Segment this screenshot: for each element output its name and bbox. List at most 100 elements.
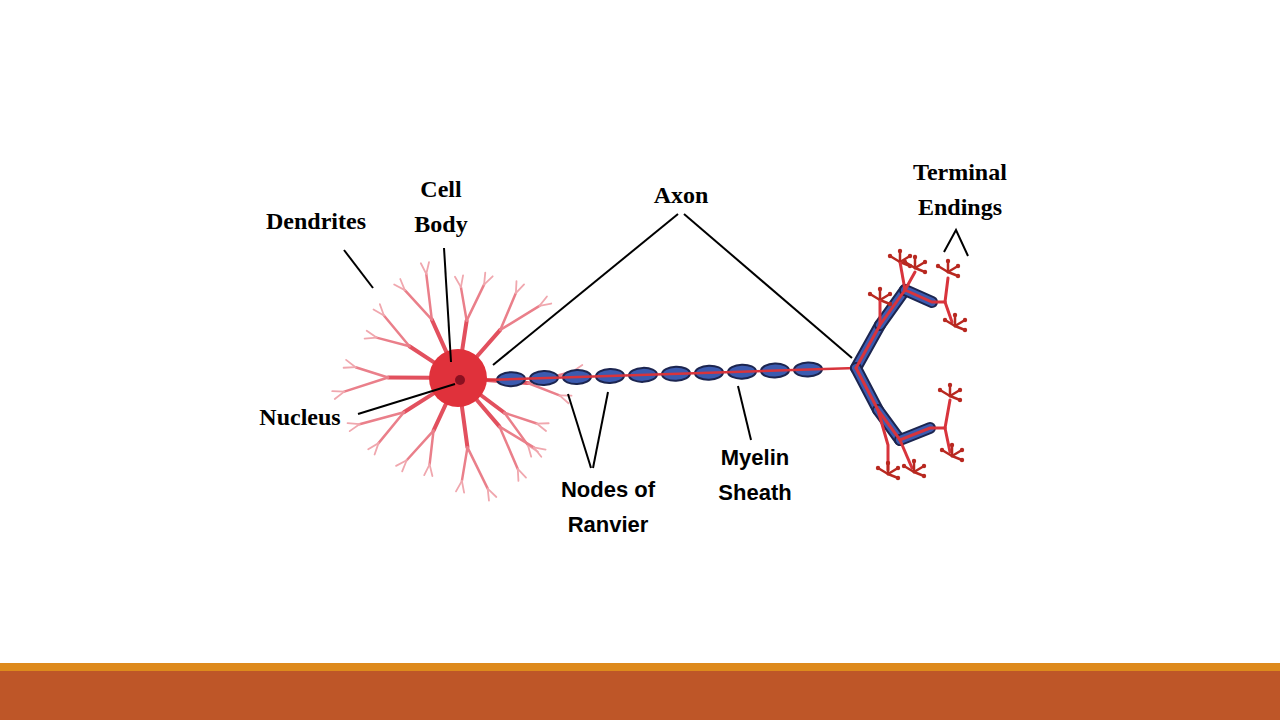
terminal-bouton [896,476,900,480]
dendrite-twig [421,263,426,274]
dendrite-twig [348,423,360,424]
leader-line [684,214,852,358]
terminal-bouton [938,388,942,392]
dendrite-twig [335,392,344,399]
leader-line [444,248,451,362]
dendrite-twig [537,424,546,431]
leader-line [568,394,591,468]
dendrite-twig [346,360,356,367]
terminal-branch [945,278,948,302]
dendrite-twig [380,304,384,315]
axon [485,362,856,387]
terminal-bouton [948,383,952,387]
dendrite-twig [456,481,462,491]
leader-line [344,250,373,288]
dendrite-branch [474,397,499,427]
terminal-endings [856,249,967,480]
dendrite-branch [409,346,437,364]
dendrite-branch [360,412,404,424]
terminal-bouton [953,313,957,317]
terminal-bouton [963,318,967,322]
terminal-bouton [876,466,880,470]
dendrite-branch [500,427,518,469]
accent-bar [0,663,1280,672]
leader-line [944,230,968,256]
terminal-bouton [936,264,940,268]
axon-core [485,368,856,380]
dendrite-twig [539,304,551,306]
dendrites [332,262,584,500]
dendrite-twig [424,464,429,475]
dendrite-twig [560,395,569,403]
terminal-bouton [960,448,964,452]
dendrite-twig [400,279,405,290]
terminal-bouton [908,254,912,258]
terminal-branch [905,272,915,290]
terminal-bouton [886,461,890,465]
terminal-bouton [960,458,964,462]
dendrite-branch [388,375,433,379]
terminal-bouton [958,388,962,392]
dendrite-twig [367,331,377,338]
terminal-branch [945,428,950,452]
dendrite-branch [344,377,388,391]
leader-lines [344,214,968,468]
dendrite-twig [516,284,524,293]
leader-line [593,392,608,468]
part-label: Axon [621,178,741,213]
dendrite-branch [434,401,448,431]
dendrite-twig [430,464,433,476]
dendrite-twig [462,481,464,493]
terminal-branch [900,262,905,290]
dendrite-twig [368,443,378,449]
dendrite-twig [484,276,493,284]
terminal-bouton [923,270,927,274]
terminal-branch [879,300,882,325]
terminal-bouton [888,292,892,296]
dendrite-twig [350,424,360,431]
dendrite-branch [426,274,432,320]
dendrite-branch [467,447,487,488]
dendrite-branch [500,306,539,330]
dendrite-twig [461,275,463,287]
terminal-bouton [868,292,872,296]
dendrite-branch [467,285,484,321]
terminal-bouton [950,443,954,447]
part-label: Myelin Sheath [703,440,808,510]
dendrite-branch [461,403,467,448]
terminal-bouton [922,474,926,478]
part-label: Nodes of Ranvier [546,472,671,542]
terminal-bouton [946,259,950,263]
part-label: Terminal Endings [893,155,1028,225]
terminal-bouton [898,249,902,253]
leader-line [738,386,751,440]
dendrite-branch [356,367,388,377]
dendrite-twig [332,390,344,392]
terminal-bouton [913,255,917,259]
terminal-branch [856,290,945,368]
dendrite-twig [365,338,377,339]
dendrite-branch [461,287,467,321]
footer-band [0,671,1280,720]
dendrite-twig [534,447,542,456]
leader-line [493,214,678,365]
terminal-bouton [922,464,926,468]
terminal-bouton [912,459,916,463]
terminal-bouton [958,398,962,402]
terminal-branch [945,400,950,428]
terminal-bouton [943,318,947,322]
terminal-bouton [902,464,906,468]
dendrite-twig [488,489,489,501]
terminal-bouton [896,466,900,470]
dendrite-branch [478,393,504,413]
dendrite-branch [384,316,410,347]
dendrite-branch [407,431,434,461]
cell-body-shape [429,349,487,407]
terminal-bouton [878,287,882,291]
part-label: Cell Body [402,172,480,242]
dendrite-branch [432,320,448,356]
dendrite-branch [462,321,467,354]
